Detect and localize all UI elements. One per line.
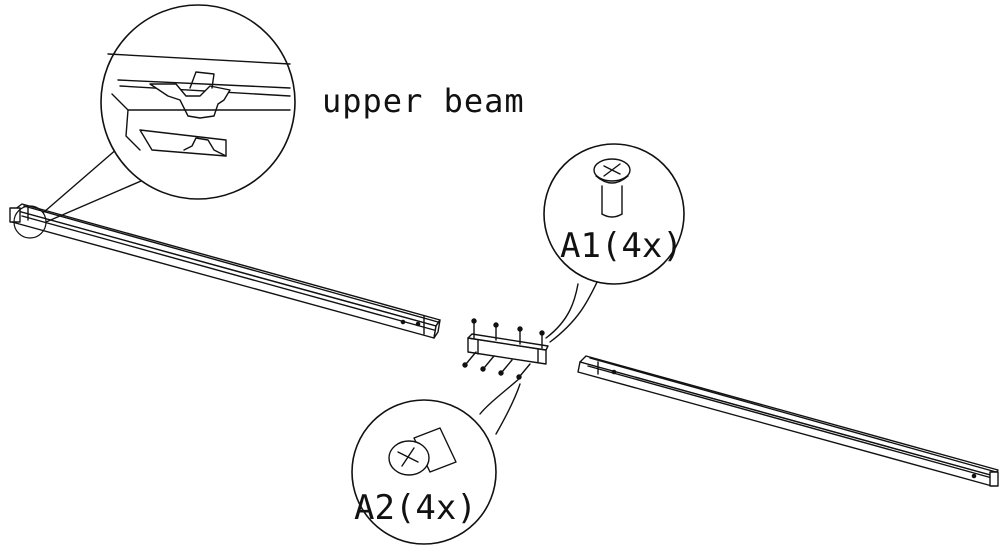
left-beam bbox=[10, 204, 440, 338]
connector-plate bbox=[463, 319, 548, 379]
right-beam bbox=[578, 356, 998, 486]
screw-a1-label: A1(4x) bbox=[560, 226, 683, 266]
screw-a2-label: A2(4x) bbox=[354, 488, 477, 528]
upper-beam-label: upper beam bbox=[322, 82, 525, 120]
beam-end-callout bbox=[14, 5, 295, 238]
screw-a1-callout bbox=[544, 144, 684, 342]
screw-a2-callout bbox=[352, 378, 520, 544]
